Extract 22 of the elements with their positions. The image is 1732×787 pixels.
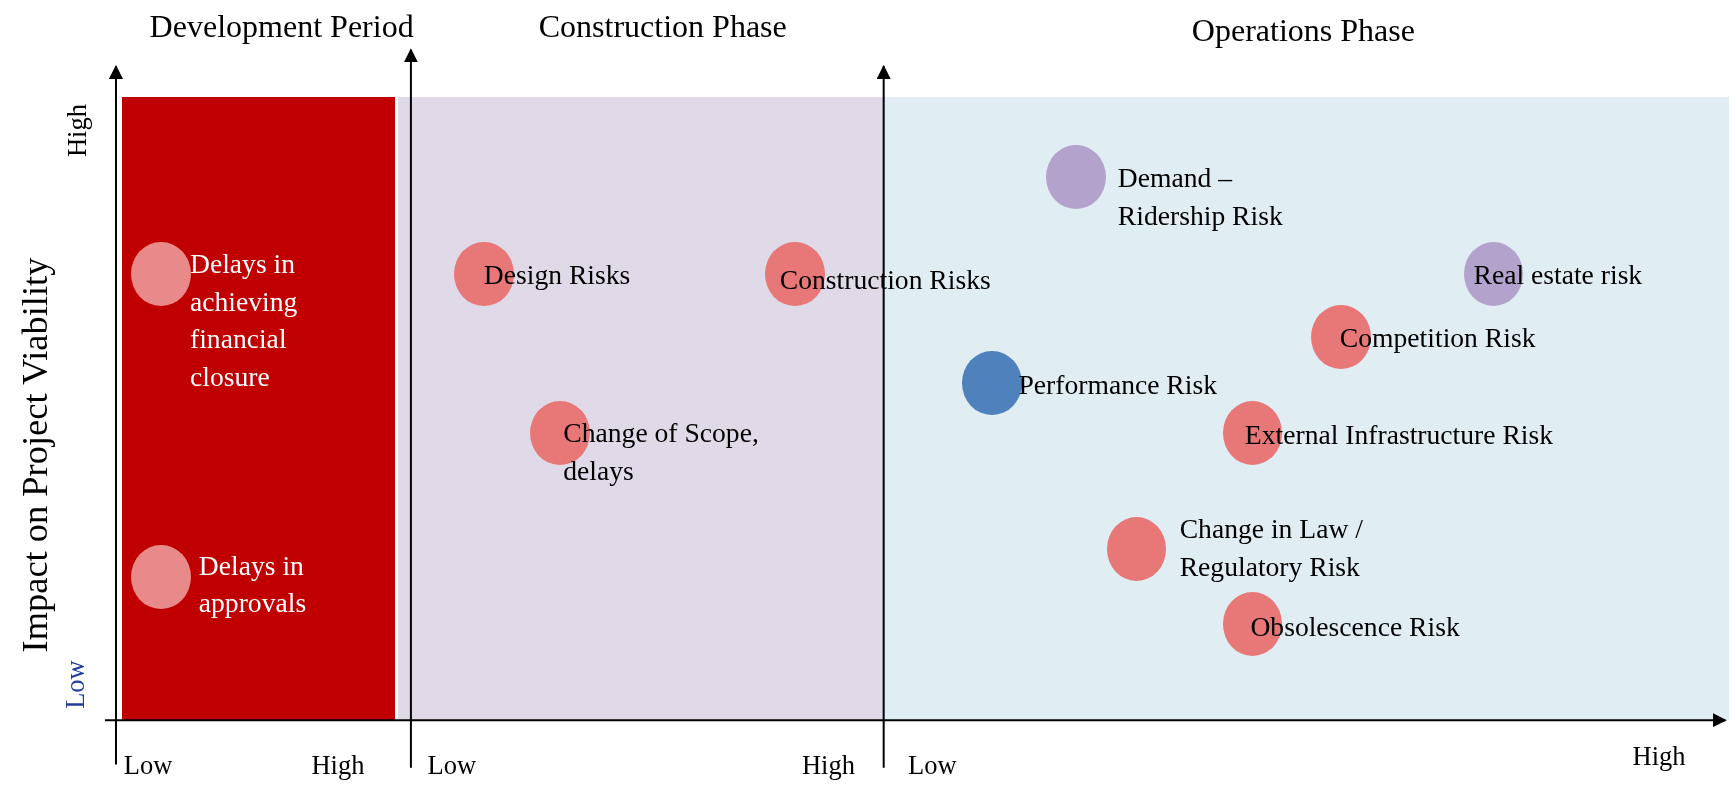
axis-tick-label: High xyxy=(311,751,365,781)
risk-label: Change in Law / Regulatory Risk xyxy=(1179,512,1364,584)
risk-label: Obsolescence Risk xyxy=(1250,609,1461,644)
phase-heading: Development Period xyxy=(149,6,415,46)
risk-label: Design Risks xyxy=(483,258,632,293)
axis-tick-label: Low xyxy=(123,751,173,781)
axis-tick-label: Low xyxy=(427,751,477,781)
risk-label: Change of Scope, delays xyxy=(563,416,760,488)
axis-tick-label: Low xyxy=(907,751,957,781)
axis-title: Impact on Project Viability xyxy=(15,257,56,653)
risk-label: Delays in achieving financial closure xyxy=(189,247,299,394)
risk-label: Real estate risk xyxy=(1473,258,1644,293)
risk-label: Competition Risk xyxy=(1339,321,1537,356)
risk-label: Demand – Ridership Risk xyxy=(1117,161,1284,233)
axis-tick-label: High xyxy=(1632,742,1686,772)
phase-heading: Construction Phase xyxy=(537,6,788,46)
phase-heading: Operations Phase xyxy=(1190,11,1416,51)
axis-tick-label: High xyxy=(62,103,92,157)
risk-label: External Infrastructure Risk xyxy=(1244,418,1555,453)
axis-tick-label: High xyxy=(801,751,855,781)
risk-label: Delays in approvals xyxy=(198,548,308,621)
axis-tick-label: Low xyxy=(60,660,90,710)
